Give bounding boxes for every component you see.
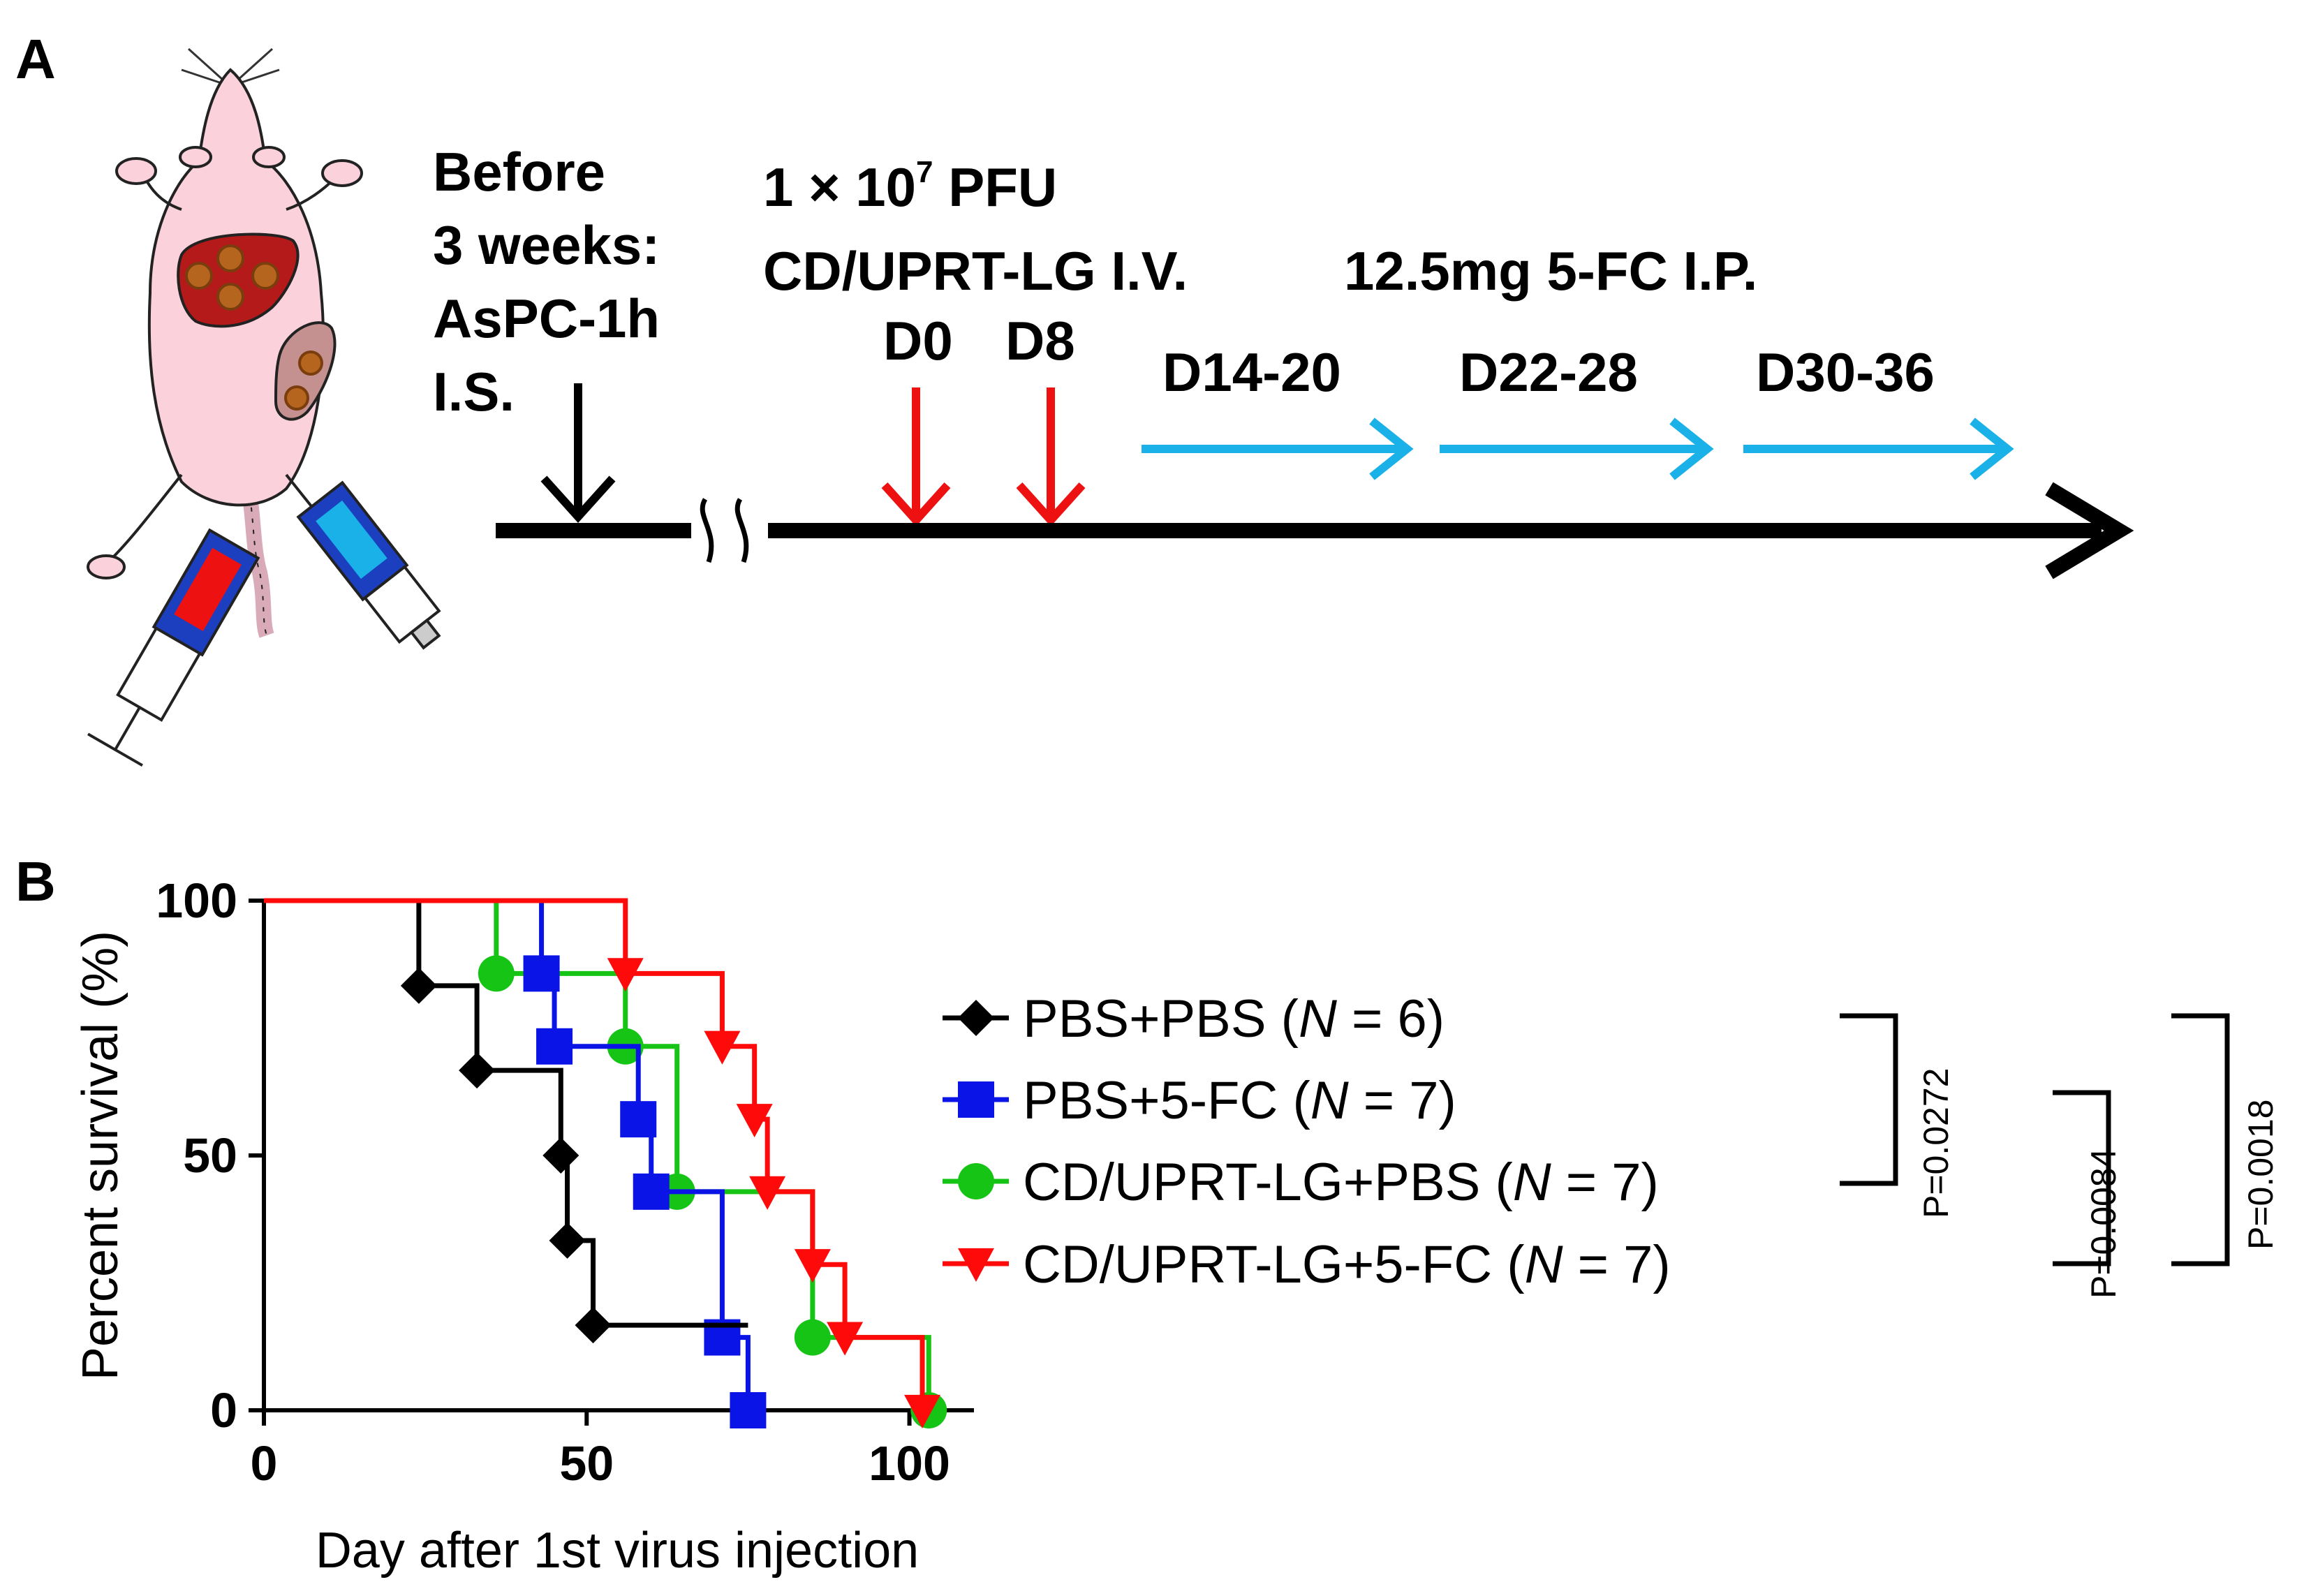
panel-b-label: B [15,850,56,912]
data-point-square [730,1392,767,1428]
legend-label: CD/UPRT-LG+5-FC (N = 7) [1023,1235,1671,1294]
p-value-1: P=0.0272 [1916,1068,1956,1218]
data-point-circle [478,955,515,992]
drug-dose-label: 12.5mg 5-FC I.P. [1344,240,1757,302]
y-tick-label: 100 [156,873,237,928]
x-tick-label: 0 [251,1436,278,1491]
dose-prefix: 1 × 10 [763,156,916,218]
x-tick-label: 100 [869,1436,950,1491]
virus-route-label: CD/UPRT-LG I.V. [763,240,1188,302]
series-cd-uprt-lg-5-fc [264,898,941,1428]
panel-a-label: A [15,28,56,90]
before-line-3: AsPC-1h [433,288,660,349]
x-axis-label: Day after 1st virus injection [316,1523,919,1579]
data-point-diamond [542,1137,579,1174]
data-point-triangle-down [704,1030,741,1065]
chart-legend: PBS+PBS (N = 6) PBS+5-FC (N = 7) CD/UPRT-L… [943,989,1671,1294]
data-point-diamond [459,1052,496,1089]
before-arrow-icon [540,383,616,523]
timeline-axis [496,482,2134,579]
drug-arrow-1-icon [1142,418,1414,480]
virus-arrow-d0-icon [881,387,951,526]
virus-dose-label: 1 × 107 PFU CD/UPRT-LG I.V. [763,155,1188,302]
virus-arrow-d8-icon [1016,387,1086,526]
day-label-d8: D8 [1005,310,1075,371]
bracket-1 [1840,1013,1898,1186]
y-tick-label: 50 [183,1128,237,1183]
survival-curve [264,898,925,1410]
legend-item: CD/UPRT-LG+5-FC (N = 7) [943,1235,1671,1294]
data-point-diamond [575,1307,612,1344]
syringe-blue-icon [296,480,441,650]
before-injection-label: Before 3 weeks: AsPC-1h I.S. [433,141,660,422]
before-line-4: I.S. [433,361,515,422]
legend-item: PBS+PBS (N = 6) [943,989,1445,1049]
series-pbs-5-fc [264,898,767,1428]
data-point-square [633,1173,670,1210]
p-value-3: P=0.0018 [2241,1100,2280,1250]
legend-label: PBS+5-FC (N = 7) [1023,1071,1456,1130]
legend-label: PBS+PBS (N = 6) [1023,989,1445,1049]
bracket-2 [2053,1090,2111,1266]
dose-exponent: 7 [916,155,933,189]
y-axis-label: Percent survival (%) [73,931,128,1380]
y-tick-label: 0 [210,1383,237,1438]
data-point-square [620,1101,657,1138]
data-point-diamond [958,1000,994,1036]
before-line-2: 3 weeks: [433,214,660,276]
significance-brackets [1840,1013,2230,1266]
legend-label: CD/UPRT-LG+PBS (N = 7) [1023,1153,1659,1212]
dose-suffix: PFU [933,156,1058,218]
data-point-square [958,1081,994,1118]
data-point-square [523,955,560,992]
before-line-1: Before [433,141,605,202]
period-label-2: D22-28 [1459,341,1638,403]
period-label-3: D30-36 [1756,341,1935,403]
drug-arrow-3-icon [1743,418,2014,480]
data-point-diamond [400,967,437,1004]
svg-text:1 × 107 PFU: 1 × 107 PFU [763,155,1057,218]
data-point-triangle-down [749,1176,786,1210]
legend-item: CD/UPRT-LG+PBS (N = 7) [943,1153,1659,1212]
data-point-triangle-down [958,1248,994,1282]
period-label-1: D14-20 [1162,341,1341,403]
data-point-triangle-down [736,1104,773,1138]
data-point-diamond [549,1222,586,1259]
data-point-square [536,1028,573,1065]
bracket-3 [2171,1013,2230,1266]
data-point-triangle-down [794,1249,831,1283]
data-point-circle [958,1163,994,1199]
series-pbs-pbs [264,898,748,1344]
day-label-d0: D0 [883,310,953,371]
x-tick-label: 50 [559,1436,614,1491]
mouse-illustration [87,47,386,638]
data-point-circle [794,1319,831,1356]
data-point-triangle-down [827,1322,864,1356]
p-value-2: P=0.0084 [2084,1148,2123,1299]
syringe-red-icon [87,528,260,767]
data-point-triangle-down [607,958,644,992]
data-point-triangle-down [904,1394,941,1428]
drug-arrow-2-icon [1440,418,1714,480]
legend-item: PBS+5-FC (N = 7) [943,1071,1456,1130]
